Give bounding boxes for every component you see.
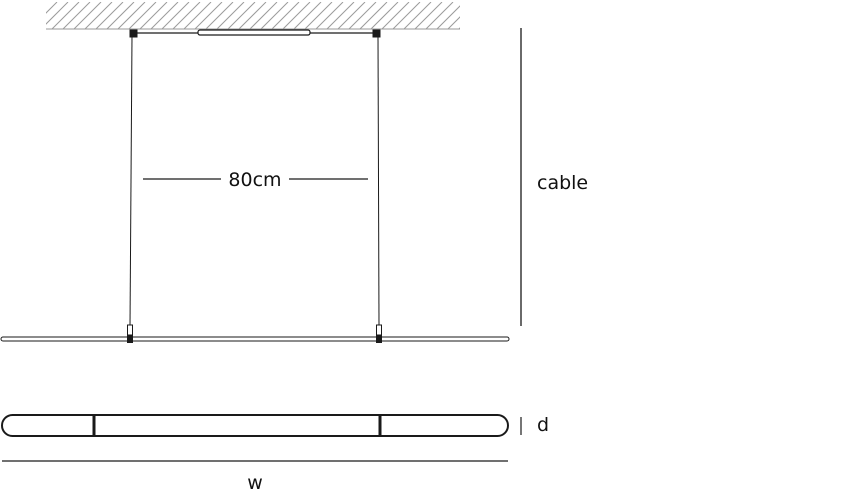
hatch-line <box>458 27 460 29</box>
hatch-line <box>293 2 322 29</box>
hatch-line <box>62 2 91 29</box>
hatch-line <box>73 2 102 29</box>
hatch-line <box>117 2 146 29</box>
hatch-line <box>150 2 179 29</box>
hatch-line <box>205 2 234 29</box>
hatch-line <box>425 2 454 29</box>
left-cable-clamp <box>127 324 133 336</box>
canopy <box>129 29 381 38</box>
luminaire-top-view <box>1 414 509 437</box>
hatch-line <box>183 2 212 29</box>
spacing-dimension: 80cm <box>143 169 368 191</box>
hatch-line <box>194 2 223 29</box>
hatch-line <box>304 2 333 29</box>
depth-label: d <box>537 414 549 436</box>
hatch-line <box>370 2 399 29</box>
luminaire-top-outline <box>1 414 509 437</box>
spacing-label: 80cm <box>228 169 281 191</box>
width-dimension: w <box>2 460 508 494</box>
hatch-line <box>128 2 157 29</box>
canopy-driver <box>197 29 311 36</box>
hatch-line <box>238 2 267 29</box>
hatch-line <box>436 5 460 29</box>
hatch-line <box>348 2 377 29</box>
hatch-line <box>271 2 300 29</box>
ceiling <box>46 2 497 30</box>
hatch-line <box>337 2 366 29</box>
depth-dimension: d <box>520 414 549 436</box>
hatch-line <box>172 2 201 29</box>
hatch-line <box>392 2 421 29</box>
left-bar-clip <box>127 335 133 343</box>
hatch-line <box>381 2 410 29</box>
hatch-line <box>95 2 124 29</box>
hatch-line <box>282 2 311 29</box>
hatch-line <box>326 2 355 29</box>
ceiling-hatching <box>46 2 497 29</box>
right-cable-clamp <box>376 324 382 336</box>
hatch-line <box>84 2 113 29</box>
hatch-line <box>403 2 432 29</box>
hatch-line <box>106 2 135 29</box>
hatch-line <box>470 2 497 29</box>
luminaire-bar <box>0 336 510 342</box>
cable-label: cable <box>537 172 588 194</box>
right-cable <box>377 35 380 327</box>
width-label: w <box>247 472 263 494</box>
hatch-line <box>46 2 69 25</box>
hatch-line <box>260 2 289 29</box>
hatch-line <box>46 2 58 14</box>
cables <box>129 35 380 327</box>
hatch-line <box>447 16 460 29</box>
hatch-line <box>249 2 278 29</box>
hatch-line <box>161 2 190 29</box>
cable-dimension: cable <box>520 28 588 326</box>
hatch-line <box>51 2 80 29</box>
hatch-line <box>139 2 168 29</box>
hatch-line <box>216 2 245 29</box>
hatch-line <box>359 2 388 29</box>
hatch-line <box>315 2 344 29</box>
left-ceiling-anchor <box>129 29 138 38</box>
left-cable <box>129 35 133 327</box>
right-ceiling-anchor <box>372 29 381 38</box>
hatch-line <box>414 2 443 29</box>
hatch-line <box>227 2 256 29</box>
luminaire-side-view <box>0 324 510 343</box>
right-bar-clip <box>376 335 382 343</box>
